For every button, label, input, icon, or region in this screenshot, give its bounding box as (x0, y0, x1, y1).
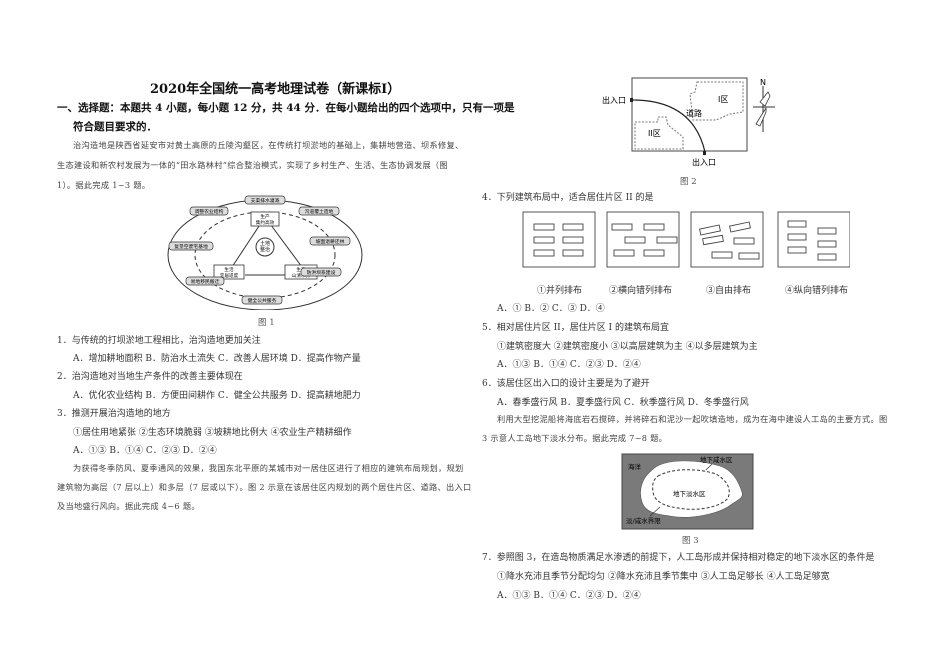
q5-items: ①建筑密度大 ②建筑密度小 ③以高层建筑为主 ④以多层建筑为主 (497, 342, 758, 352)
q7-options: A．①③ B．①④ C．②③ D．②④ (497, 591, 641, 601)
fig2-road: 道路 (686, 108, 702, 118)
fig2-zone1: I区 (718, 95, 728, 104)
q2-options: A．优化农业结构 B．方便田间耕作 C．健全公共服务 D．提高耕地肥力 (73, 391, 361, 401)
figure1-caption: 图 1 (258, 318, 275, 328)
q3-items: ①居住用地紧张 ②生态环境脆弱 ③坡耕地比例大 ④农业生产精耕细作 (73, 428, 352, 438)
compass-windrose-icon: N (753, 78, 775, 132)
svg-text:易地移民搬迁: 易地移民搬迁 (191, 278, 220, 285)
q1-stem: 1．与传统的打坝淤地工程相比，治沟造地更加关注 (57, 336, 261, 346)
svg-text:防洪坝系建设: 防洪坝系建设 (307, 269, 336, 276)
section-heading: 一、选择题：本题共 4 小题，每小题 12 分，共 44 分．在每小题给出的四个… (57, 102, 515, 114)
passage1-line2: 生态建设和新农村发展为一体的“田水路林村”综合整治模式，实现了乡村生产、生活、生… (57, 160, 448, 170)
svg-text:支渠排水灌溉: 支渠排水灌溉 (251, 197, 280, 204)
figure2-caption: 图 2 (680, 177, 697, 187)
passage2-line3: 及当地盛行风向。据此完成 4~6 题。 (57, 501, 200, 511)
fig2-entrance-left: 出入口 (602, 95, 626, 105)
svg-text:生产: 生产 (260, 213, 270, 220)
q4-layout-4: ④纵向错列排布 (785, 286, 849, 296)
fig1-center: 土地 (260, 240, 270, 247)
svg-text:生活: 生活 (224, 266, 234, 273)
fig3-sea: 海洋 (628, 462, 642, 471)
svg-text:宜居适度: 宜居适度 (220, 272, 239, 279)
passage3-line2: 3 示意人工岛地下淡水分布。据此完成 7~8 题。 (482, 433, 668, 443)
passage2-line2: 建筑物为高层（7 层以上）和多层（7 层或以下）。图 2 示意在该居住区内规划的… (57, 482, 472, 492)
page-title: 2020年全国统一高考地理试卷（新课标I） (150, 82, 401, 97)
fig2-zone2: II区 (648, 129, 661, 138)
q7-items: ①降水充沛且季节分配均匀 ②降水充沛且季节集中 ③人工岛足够长 ④人工岛足够宽 (497, 572, 830, 582)
q4-options: A．① B．② C．③ D．④ (497, 304, 605, 314)
q4-layout-diagrams (522, 211, 850, 268)
q2-stem: 2．治沟造地对当地生产条件的改善主要体现在 (57, 372, 243, 382)
svg-text:沟道覆土造地: 沟道覆土造地 (305, 208, 334, 215)
svg-text:整治: 整治 (260, 246, 270, 253)
q4-layout-2: ②横向错列排布 (609, 286, 673, 296)
fig3-fresh: 地下淡水区 (673, 489, 706, 498)
svg-text:山清水秀: 山清水秀 (292, 272, 311, 279)
q6-options: A．春季盛行风 B．夏季盛行风 C．秋季盛行风 D．冬季盛行风 (497, 398, 749, 408)
svg-text:调整农业结构: 调整农业结构 (195, 208, 224, 215)
svg-text:N: N (760, 78, 766, 87)
q7-stem: 7．参照图 3，在造岛物质满足水渗透的前提下，人工岛形成并保持相对稳定的地下淡水… (482, 553, 875, 563)
figure3-caption: 图 3 (682, 536, 699, 546)
q5-options: A．①③ B．①④ C．②③ D．②④ (497, 360, 641, 370)
fig2-entrance-bottom: 出入口 (692, 157, 716, 167)
q5-stem: 5．相对居住片区 II，居住片区 I 的建筑布局宜 (482, 323, 669, 333)
svg-text:坡面退耕还林: 坡面退耕还林 (316, 238, 345, 245)
q4-stem: 4．下列建筑布局中，适合居住片区 II 的是 (482, 193, 654, 203)
passage2-line1: 为获得冬季防风、夏季通风的效果，我国东北平原的某城市对一居住区进行了相应的建筑布… (73, 463, 464, 473)
figure3-island-map: 海洋 地下咸水区 地下淡水区 淡/咸水界限 (621, 453, 754, 530)
q3-stem: 3．推测开展治沟造地的地方 (57, 409, 171, 419)
figure2-map: 出入口 出入口 道路 I区 II区 N (602, 77, 775, 167)
passage1-line1: 治沟造地是陕西省延安市对黄土高原的丘陵沟壑区，在传统打坝淤地的基础上，集耕地营造… (73, 140, 464, 150)
q4-layout-1: ①并列排布 (537, 286, 583, 296)
q6-stem: 6．该居住区出入口的设计主要是为了避开 (482, 379, 650, 389)
fig3-boundary: 淡/咸水界限 (626, 516, 661, 525)
passage3-line1: 利用大型挖泥船将海底岩石搅碎，并将碎石和泥沙一起吹填造地，成为在海中建设人工岛的… (497, 414, 888, 424)
q3-options: A．①③ B．①④ C．②③ D．②④ (73, 446, 217, 456)
svg-text:复垦空废宅基地: 复垦空废宅基地 (174, 243, 208, 250)
figure1-diagram: 土地 整治 生产 集约高效 生活 宜居适度 生态 山清水秀 支渠排水灌溉 沟道覆… (167, 195, 363, 310)
q1-options: A．增加耕地面积 B．防治水土流失 C．改善人居环境 D．提高作物产量 (73, 354, 361, 364)
svg-text:健全公共服务: 健全公共服务 (248, 297, 277, 304)
section-heading-cont: 符合题目要求的． (73, 121, 157, 133)
fig3-salt: 地下咸水区 (700, 455, 733, 464)
q4-layout-3: ③自由排布 (706, 286, 752, 296)
passage1-line3: 1）。据此完成 1~3 题。 (57, 180, 151, 190)
svg-text:集约高效: 集约高效 (256, 219, 275, 226)
